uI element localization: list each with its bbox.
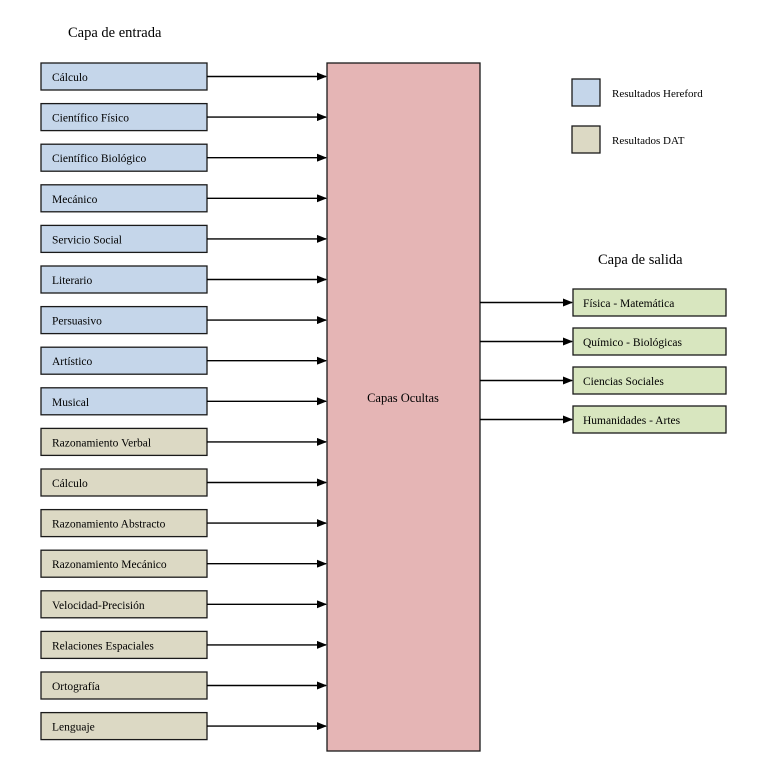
legend-swatch-dat — [571, 125, 601, 154]
input-node-box — [40, 184, 208, 213]
output-node-box — [572, 327, 727, 356]
input-node-box — [40, 427, 208, 457]
output-node-box — [572, 366, 727, 395]
input-node-label: Científico Físico — [52, 113, 129, 125]
input-node-box — [40, 508, 208, 538]
output-node-box — [572, 405, 727, 434]
input-node-label: Ortografía — [52, 681, 100, 693]
input-node-box — [40, 102, 208, 132]
input-node-box — [40, 305, 208, 335]
input-node-box — [40, 468, 208, 497]
input-node-label: Cálculo — [52, 72, 88, 84]
input-node-box — [40, 387, 208, 416]
legend-label-dat: Resultados DAT — [612, 135, 685, 147]
input-node-label: Persuasivo — [52, 316, 102, 328]
output-node-label: Física - Matemática — [583, 298, 674, 310]
input-node-label: Artístico — [52, 356, 92, 368]
input-node-label: Velocidad-Precisión — [52, 600, 145, 612]
input-node-box — [40, 630, 208, 660]
input-node-label: Lenguaje — [52, 722, 95, 734]
hidden-layer-box — [326, 62, 481, 752]
legend-swatch-hereford — [571, 78, 601, 107]
input-node-label: Literario — [52, 275, 92, 287]
input-node-box — [40, 590, 208, 619]
input-node-label: Razonamiento Mecánico — [52, 559, 167, 571]
input-node-box — [40, 549, 208, 578]
output-layer-heading: Capa de salida — [598, 252, 683, 268]
input-node-box — [40, 143, 208, 172]
input-node-label: Musical — [52, 397, 89, 409]
input-layer-heading: Capa de entrada — [68, 25, 162, 41]
hidden-layer-label: Capas Ocultas — [367, 391, 439, 405]
input-node-label: Científico Biológico — [52, 153, 146, 165]
output-node-label: Ciencias Sociales — [583, 376, 664, 388]
input-node-box — [40, 62, 208, 91]
input-node-label: Mecánico — [52, 194, 98, 206]
output-node-label: Humanidades - Artes — [583, 415, 681, 427]
input-node-label: Razonamiento Verbal — [52, 437, 151, 449]
input-node-label: Servicio Social — [52, 234, 122, 246]
output-node-box — [572, 288, 727, 317]
legend-label-hereford: Resultados Hereford — [612, 88, 703, 100]
input-node-label: Razonamiento Abstracto — [52, 519, 166, 531]
output-node-label: Químico - Biológicas — [583, 337, 683, 349]
input-node-label: Cálculo — [52, 478, 88, 490]
input-node-label: Relaciones Espaciales — [52, 640, 154, 652]
